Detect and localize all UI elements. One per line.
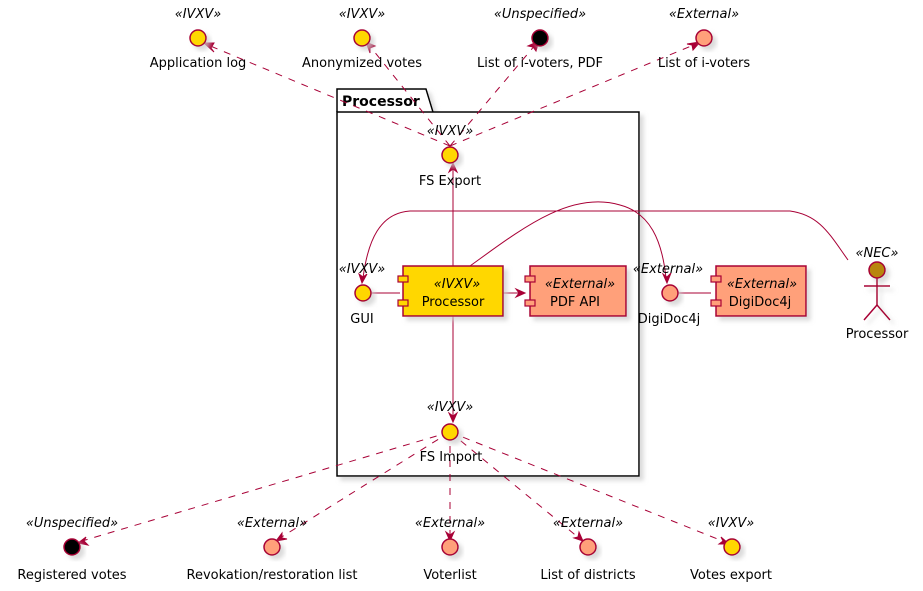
actor-icon — [863, 261, 891, 321]
iface-registered-votes: «Unspecified» Registered votes — [17, 516, 126, 583]
stereotype-label: «NEC» — [855, 246, 898, 261]
iface-anonymized-votes: «IVXV» Anonymized votes — [302, 7, 422, 71]
interface-label: Anonymized votes — [302, 56, 422, 71]
stereotype-label: «IVXV» — [434, 277, 481, 292]
interface-label: List of districts — [540, 568, 635, 583]
component-pdf-api: «External» PDF API — [524, 265, 627, 317]
interface-circle — [441, 146, 459, 164]
iface-list-of-i-voters-pdf: «Unspecified» List of i-voters, PDF — [477, 7, 603, 71]
iface-voterlist: «External» Voterlist — [415, 516, 485, 583]
actor-nec-processor: «NEC» Processor — [846, 246, 909, 342]
interface-circle — [353, 29, 371, 47]
iface-votes-export: «IVXV» Votes export — [690, 516, 772, 583]
stereotype-label: «Unspecified» — [494, 7, 586, 22]
iface-gui: «IVXV» GUI — [339, 262, 386, 327]
stereotype-label: «IVXV» — [427, 400, 474, 415]
iface-fs-export: «IVXV» FS Export — [419, 124, 481, 189]
interface-label: List of i-voters — [658, 56, 751, 71]
interface-label: Application log — [150, 56, 247, 71]
stereotype-label: «IVXV» — [427, 124, 474, 139]
interface-circle — [189, 29, 207, 47]
iface-list-of-districts: «External» List of districts — [540, 516, 635, 583]
interface-label: GUI — [350, 312, 373, 327]
iface-application-log: «IVXV» Application log — [150, 7, 247, 71]
stereotype-label: «External» — [415, 516, 485, 531]
interface-label: Votes export — [690, 568, 772, 583]
stereotype-label: «IVXV» — [708, 516, 755, 531]
component-processor: «IVXV» Processor — [397, 265, 504, 317]
interface-circle — [354, 284, 372, 302]
interface-circle — [263, 538, 281, 556]
stereotype-label: «External» — [669, 7, 739, 22]
stereotype-label: «External» — [545, 277, 615, 292]
interface-circle — [723, 538, 741, 556]
interface-label: DigiDoc4j — [638, 312, 700, 327]
iface-list-of-i-voters: «External» List of i-voters — [658, 7, 751, 71]
stereotype-label: «External» — [727, 277, 797, 292]
interface-label: Registered votes — [17, 568, 126, 583]
interface-circle — [579, 538, 597, 556]
interface-circle — [661, 284, 679, 302]
component-label: PDF API — [550, 295, 600, 310]
actor-label: Processor — [846, 327, 909, 342]
component-label: Processor — [422, 295, 485, 310]
stereotype-label: «External» — [633, 262, 703, 277]
stereotype-label: «External» — [553, 516, 623, 531]
component-label: DigiDoc4j — [729, 295, 791, 310]
stereotype-label: «IVXV» — [339, 262, 386, 277]
iface-digidoc4j: «External» DigiDoc4j — [633, 262, 703, 327]
stereotype-label: «External» — [237, 516, 307, 531]
interface-circle — [441, 538, 459, 556]
interface-circle — [695, 29, 713, 47]
interface-circle — [441, 423, 459, 441]
interface-label: Revokation/restoration list — [187, 568, 358, 583]
stereotype-label: «IVXV» — [339, 7, 386, 22]
interface-label: FS Export — [419, 174, 481, 189]
interface-label: Voterlist — [423, 568, 476, 583]
stereotype-label: «IVXV» — [175, 7, 222, 22]
interface-circle — [531, 29, 549, 47]
package-label: Processor — [342, 94, 420, 110]
interface-label: List of i-voters, PDF — [477, 56, 603, 71]
iface-revokation-restoration-list: «External» Revokation/restoration list — [187, 516, 358, 583]
interface-circle — [63, 538, 81, 556]
component-digidoc4j: «External» DigiDoc4j — [710, 265, 807, 317]
stereotype-label: «Unspecified» — [26, 516, 118, 531]
iface-fs-import: «IVXV» FS Import — [420, 400, 483, 465]
interface-label: FS Import — [420, 450, 483, 465]
